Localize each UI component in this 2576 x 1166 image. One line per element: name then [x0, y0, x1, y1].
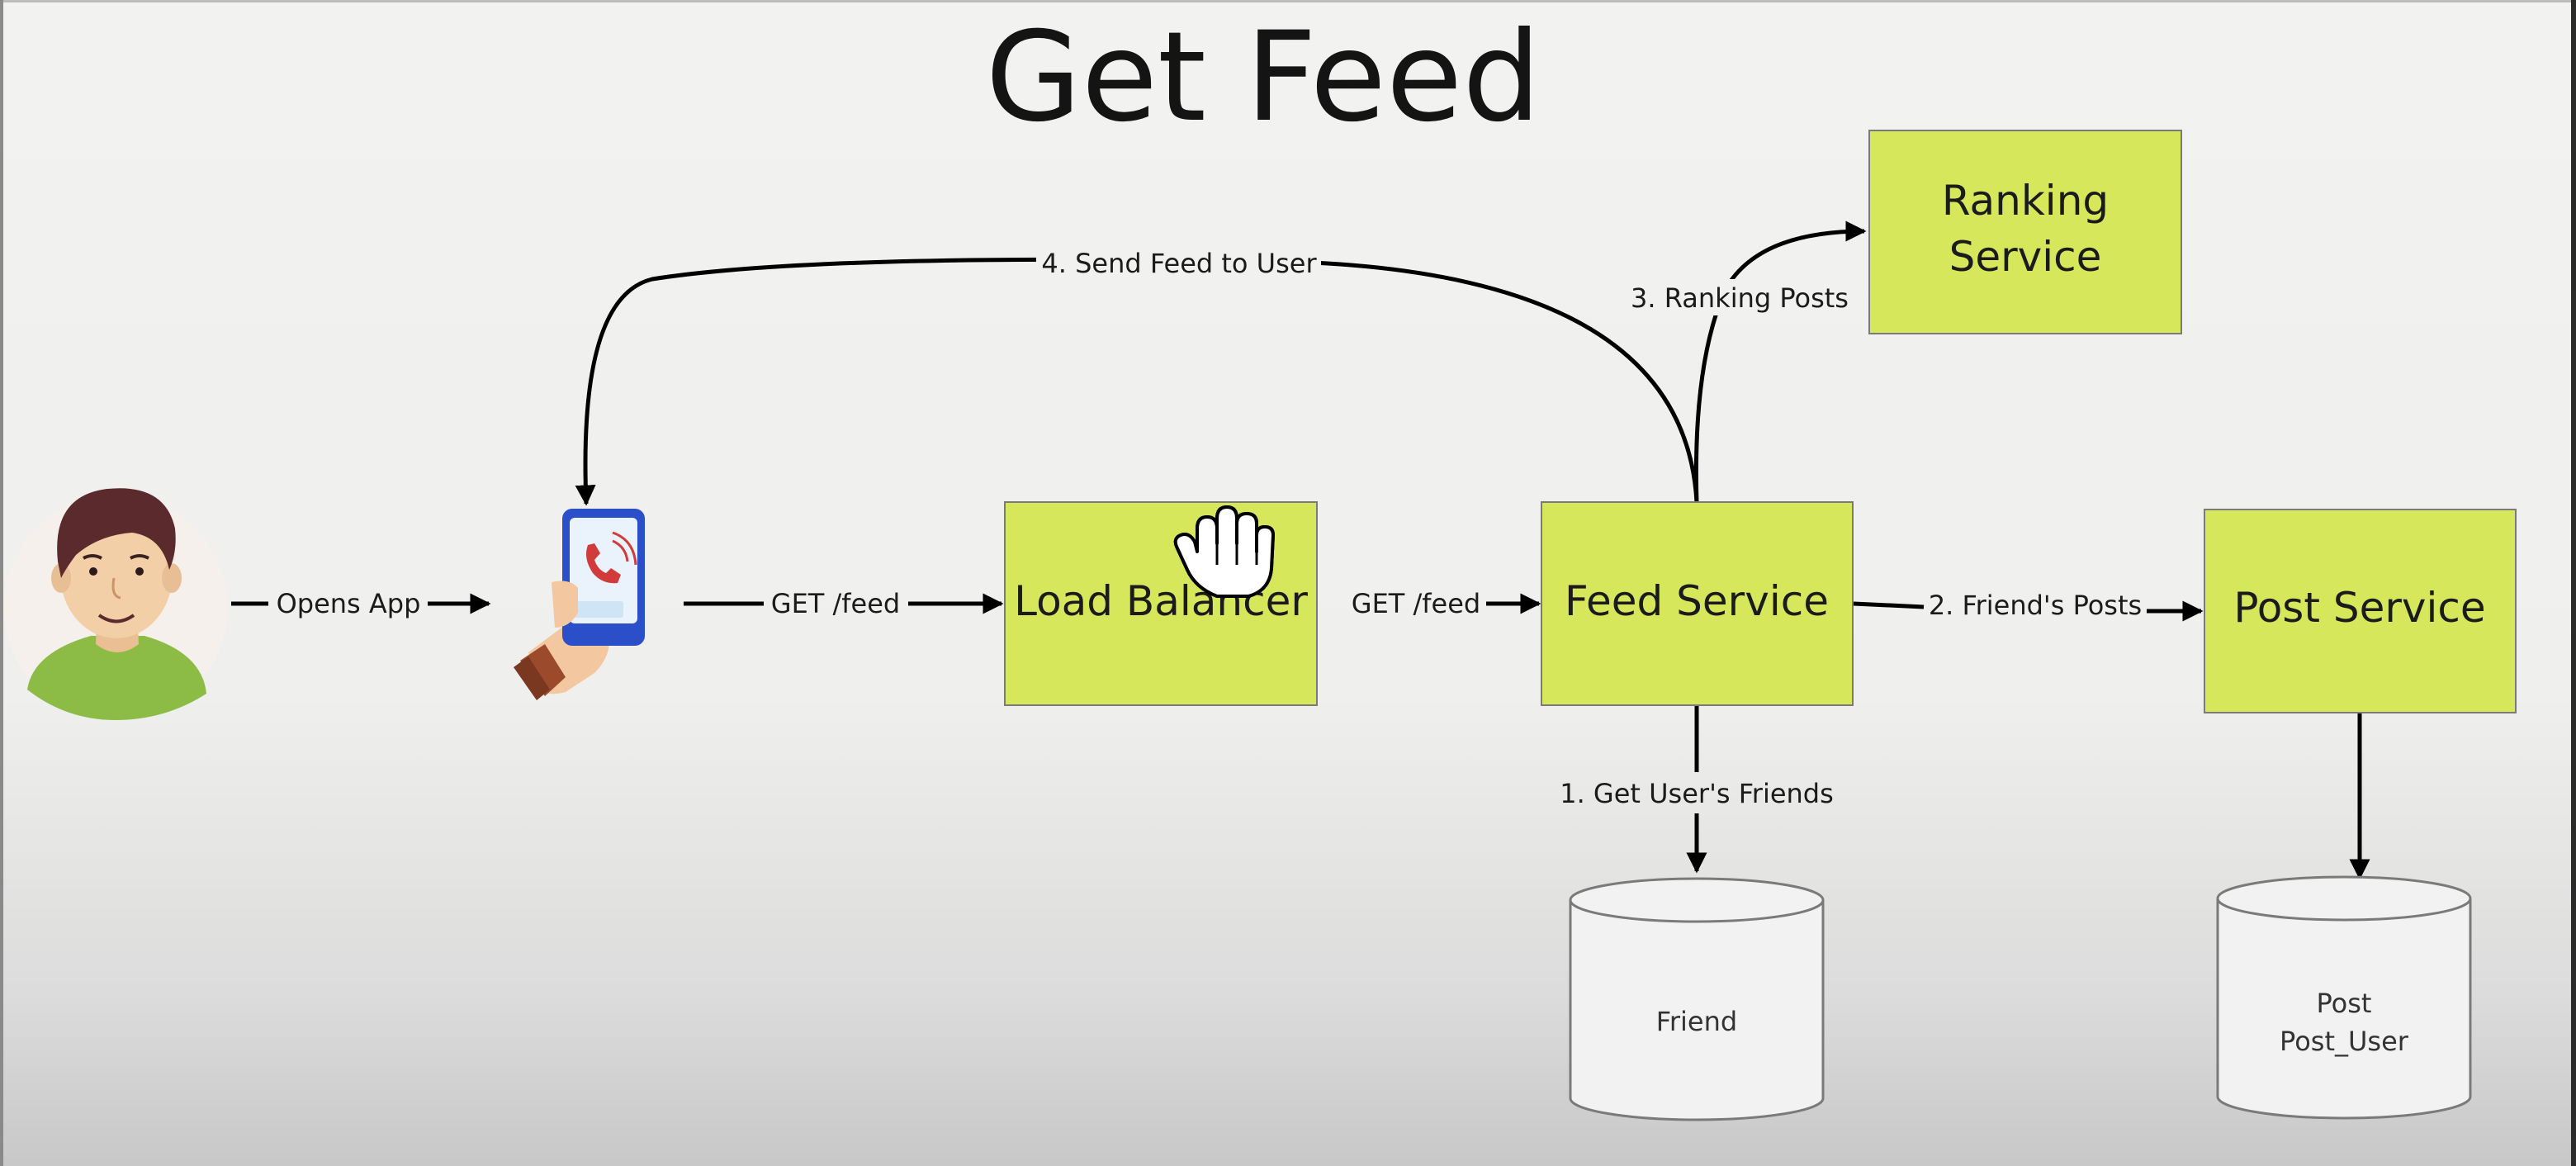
- edge-label-get-feed-1: GET /feed: [771, 588, 900, 619]
- edge-friends-posts: 2. Friend's Posts: [1853, 590, 2204, 622]
- edge-label-get-feed-2: GET /feed: [1352, 588, 1480, 619]
- frame-left-border: [0, 0, 3, 1166]
- hand-cursor-overlay: [1173, 505, 1275, 598]
- edge-get-feed-lb-feed: GET /feed: [1352, 588, 1541, 619]
- edge-get-user-friends: 1. Get User's Friends: [1560, 706, 1834, 874]
- edge-label-ranking-posts: 3. Ranking Posts: [1631, 282, 1849, 314]
- user-avatar-icon: [3, 488, 228, 720]
- frame-top-border: [0, 0, 2576, 2]
- post-service-label: Post Service: [2233, 584, 2485, 632]
- post-db-label-line2: Post_User: [2280, 1026, 2409, 1057]
- post-service-box: Post Service: [2204, 509, 2517, 713]
- friend-db-label: Friend: [1656, 1006, 1737, 1037]
- phone-call-icon: [514, 509, 645, 700]
- feed-service-label: Feed Service: [1565, 577, 1829, 625]
- feed-service-box: Feed Service: [1541, 501, 1854, 706]
- frame-right-border: [2571, 0, 2576, 1166]
- edge-get-feed-phone-lb: GET /feed: [684, 588, 1004, 619]
- ranking-service-box: Ranking Service: [1868, 130, 2182, 334]
- ranking-service-label-line2: Service: [1949, 233, 2102, 281]
- page-title: Get Feed: [986, 6, 1541, 149]
- edge-ranking-posts: 3. Ranking Posts: [1631, 220, 1867, 503]
- friend-database: Friend: [1569, 877, 1825, 1121]
- edge-label-opens-app: Opens App: [277, 588, 421, 619]
- edge-send-feed: 4. Send Feed to User: [575, 244, 1699, 506]
- edge-label-get-user-friends: 1. Get User's Friends: [1560, 778, 1834, 809]
- edge-label-send-feed: 4. Send Feed to User: [1041, 248, 1317, 279]
- edge-label-friends-posts: 2. Friend's Posts: [1929, 590, 2142, 621]
- ranking-service-label-line1: Ranking: [1942, 177, 2109, 225]
- edge-opens-app: Opens App: [231, 588, 491, 619]
- post-db-label-line1: Post: [2317, 988, 2372, 1019]
- post-database: Post Post_User: [2216, 875, 2472, 1120]
